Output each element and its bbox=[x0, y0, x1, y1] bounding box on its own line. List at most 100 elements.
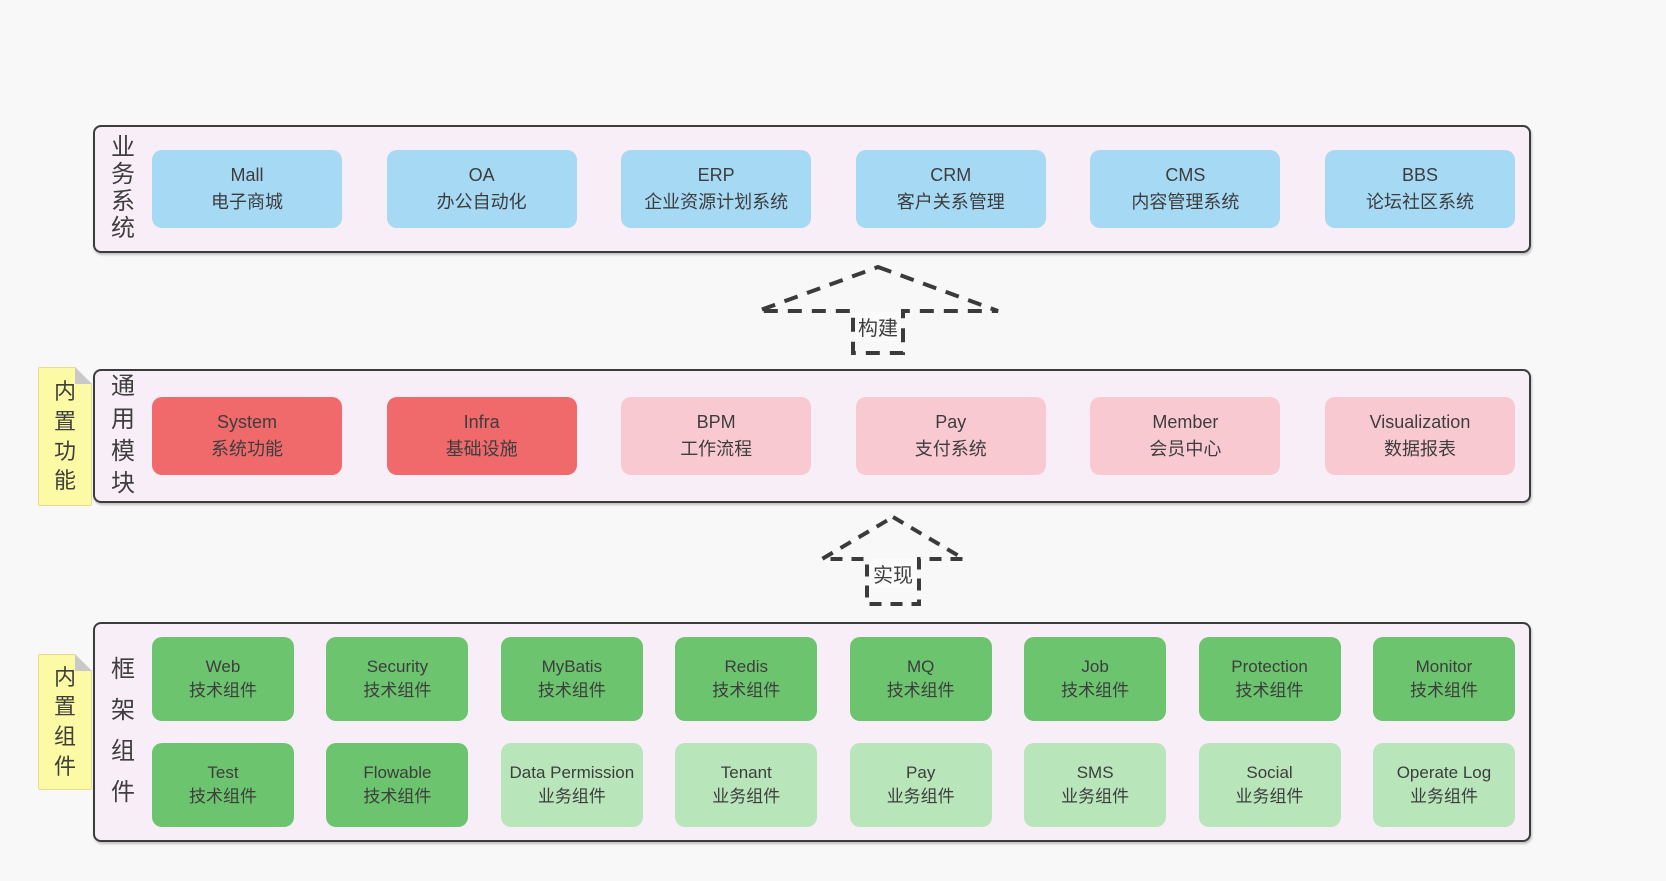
box-title: ERP bbox=[697, 165, 735, 185]
box-subtitle: 技术组件 bbox=[712, 681, 781, 700]
box-title: MQ bbox=[906, 656, 935, 676]
box-title: Pay bbox=[935, 412, 967, 432]
box-title: System bbox=[216, 412, 277, 432]
box-title: Protection bbox=[1231, 656, 1308, 676]
build-arrow-label: 构建 bbox=[855, 312, 901, 341]
sticky-note-built-in-functions: 内置功能 bbox=[38, 367, 92, 506]
modules-box-row: System 系统功能 Infra 基础设施 BPM 工作流程 Pay 支付系统… bbox=[152, 397, 1515, 475]
box-subtitle: 企业资源计划系统 bbox=[644, 192, 789, 212]
sticky-label: 内置组件 bbox=[53, 664, 76, 779]
box-title: Operate Log bbox=[1396, 762, 1492, 782]
box-subtitle: 业务组件 bbox=[1061, 787, 1130, 806]
panel-title-common-modules: 通用模块 bbox=[111, 373, 135, 498]
panel-framework-components: 框架组件 Web 技术组件 Security 技术组件 MyBatis 技术组件… bbox=[93, 622, 1531, 842]
box-subtitle: 业务组件 bbox=[712, 787, 781, 806]
box-title: MyBatis bbox=[541, 656, 603, 676]
box-title: Infra bbox=[463, 412, 500, 432]
box-web: Web 技术组件 bbox=[152, 637, 294, 721]
business-box-row: Mall 电子商城 OA 办公自动化 ERP 企业资源计划系统 CRM 客户关系… bbox=[152, 150, 1515, 228]
box-title: Data Permission bbox=[509, 762, 635, 782]
box-subtitle: 论坛社区系统 bbox=[1365, 192, 1474, 212]
panel-business-systems: 业务系统 Mall 电子商城 OA 办公自动化 ERP 企业资源计划系统 CRM… bbox=[93, 125, 1531, 253]
box-title: Redis bbox=[724, 656, 768, 676]
box-data-permission: Data Permission 业务组件 bbox=[500, 743, 643, 827]
box-title: Test bbox=[207, 762, 239, 782]
box-subtitle: 办公自动化 bbox=[436, 192, 527, 212]
sticky-label: 内置功能 bbox=[53, 379, 76, 494]
box-operate-log: Operate Log 业务组件 bbox=[1372, 743, 1515, 827]
box-title: Job bbox=[1081, 656, 1109, 676]
box-subtitle: 技术组件 bbox=[189, 681, 257, 700]
box-title: Monitor bbox=[1415, 656, 1473, 676]
up-arrow-icon bbox=[757, 264, 999, 355]
box-subtitle: 业务组件 bbox=[886, 787, 955, 806]
box-subtitle: 电子商城 bbox=[211, 192, 283, 212]
box-title: Member bbox=[1152, 412, 1219, 432]
box-title: Security bbox=[366, 656, 429, 676]
box-subtitle: 系统功能 bbox=[211, 439, 283, 459]
box-subtitle: 技术组件 bbox=[363, 787, 432, 806]
box-title: SMS bbox=[1076, 762, 1114, 782]
sticky-note-built-in-components: 内置组件 bbox=[38, 654, 92, 790]
box-crm: CRM 客户关系管理 bbox=[855, 150, 1046, 228]
box-subtitle: 技术组件 bbox=[537, 681, 606, 700]
box-title: Flowable bbox=[363, 762, 432, 782]
box-subtitle: 技术组件 bbox=[189, 787, 257, 806]
box-mall: Mall 电子商城 bbox=[152, 150, 342, 228]
box-subtitle: 工作流程 bbox=[680, 439, 753, 459]
implement-arrow: 实现 bbox=[818, 512, 968, 607]
panel-common-modules: 通用模块 System 系统功能 Infra 基础设施 BPM 工作流程 Pay… bbox=[93, 369, 1531, 503]
box-bpm: BPM 工作流程 bbox=[621, 397, 812, 475]
box-pay-module: Pay 支付系统 bbox=[855, 397, 1046, 475]
box-visualization: Visualization 数据报表 bbox=[1324, 397, 1515, 475]
box-subtitle: 业务组件 bbox=[537, 787, 606, 806]
box-title: CRM bbox=[930, 165, 972, 185]
box-mq: MQ 技术组件 bbox=[849, 637, 992, 721]
box-pay-component: Pay 业务组件 bbox=[849, 743, 992, 827]
folded-corner-icon bbox=[75, 367, 92, 384]
box-oa: OA 办公自动化 bbox=[386, 150, 577, 228]
box-title: OA bbox=[468, 165, 495, 185]
box-monitor: Monitor 技术组件 bbox=[1372, 637, 1515, 721]
box-mybatis: MyBatis 技术组件 bbox=[500, 637, 643, 721]
box-erp: ERP 企业资源计划系统 bbox=[621, 150, 812, 228]
implement-arrow-label: 实现 bbox=[870, 559, 916, 588]
up-arrow-icon bbox=[818, 514, 968, 606]
box-title: Web bbox=[205, 656, 241, 676]
box-subtitle: 数据报表 bbox=[1383, 439, 1456, 459]
box-subtitle: 技术组件 bbox=[363, 681, 432, 700]
components-row-1: Web 技术组件 Security 技术组件 MyBatis 技术组件 Redi… bbox=[152, 637, 1515, 721]
box-title: BBS bbox=[1401, 165, 1438, 185]
box-tenant: Tenant 业务组件 bbox=[675, 743, 818, 827]
box-subtitle: 业务组件 bbox=[1235, 787, 1304, 806]
box-subtitle: 技术组件 bbox=[886, 681, 955, 700]
components-row-2: Test 技术组件 Flowable 技术组件 Data Permission … bbox=[152, 743, 1515, 827]
folded-corner-icon bbox=[75, 654, 92, 671]
box-member: Member 会员中心 bbox=[1090, 397, 1281, 475]
box-bbs: BBS 论坛社区系统 bbox=[1324, 150, 1515, 228]
box-subtitle: 客户关系管理 bbox=[896, 192, 1005, 212]
box-sms: SMS 业务组件 bbox=[1024, 743, 1167, 827]
box-social: Social 业务组件 bbox=[1198, 743, 1341, 827]
panel-title-framework-components: 框架组件 bbox=[111, 656, 135, 806]
box-security: Security 技术组件 bbox=[326, 637, 469, 721]
box-redis: Redis 技术组件 bbox=[675, 637, 818, 721]
box-subtitle: 内容管理系统 bbox=[1131, 192, 1240, 212]
box-subtitle: 技术组件 bbox=[1409, 681, 1478, 700]
box-protection: Protection 技术组件 bbox=[1198, 637, 1341, 721]
box-title: Tenant bbox=[720, 762, 772, 782]
box-subtitle: 基础设施 bbox=[445, 439, 518, 459]
panel-title-business-systems: 业务系统 bbox=[111, 134, 135, 242]
box-subtitle: 支付系统 bbox=[914, 439, 987, 459]
box-job: Job 技术组件 bbox=[1024, 637, 1167, 721]
box-subtitle: 技术组件 bbox=[1061, 681, 1130, 700]
box-title: Social bbox=[1246, 762, 1293, 782]
box-flowable: Flowable 技术组件 bbox=[326, 743, 469, 827]
box-title: Pay bbox=[906, 762, 936, 782]
box-title: Visualization bbox=[1369, 412, 1471, 432]
box-infra: Infra 基础设施 bbox=[386, 397, 577, 475]
box-subtitle: 技术组件 bbox=[1235, 681, 1304, 700]
box-title: CMS bbox=[1165, 165, 1206, 185]
box-subtitle: 业务组件 bbox=[1409, 787, 1478, 806]
